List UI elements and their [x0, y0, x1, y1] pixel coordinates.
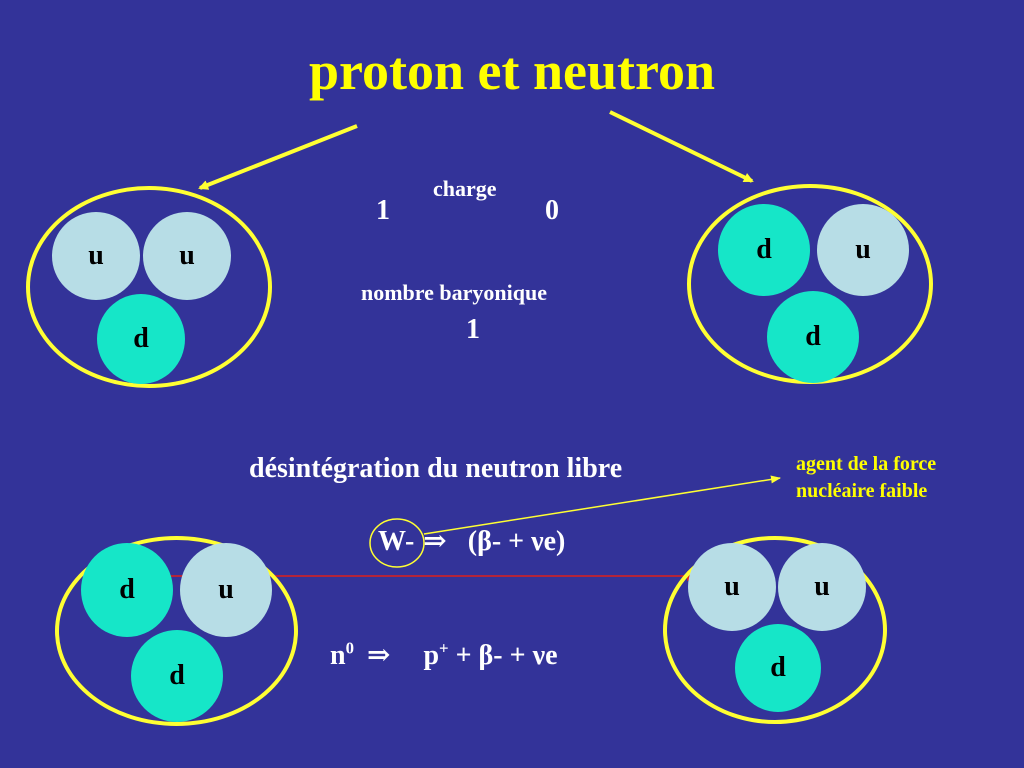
decay-reaction: n0 ⇒ p+ + β- + νe: [330, 638, 558, 672]
quark-d: d: [97, 294, 185, 384]
annotation-pointer-line: [423, 475, 781, 535]
quark-u: u: [52, 212, 140, 300]
quark-u: u: [143, 212, 231, 300]
reaction-products: + β- + νe: [448, 640, 558, 671]
boson-equation: W- ⇒ (β- + νe): [378, 524, 565, 558]
reaction-proton: p: [423, 640, 440, 671]
arrow-to-proton: [198, 124, 358, 190]
proton-ring-bottom: [663, 536, 887, 724]
quark-d: d: [81, 543, 173, 637]
quark-u: u: [180, 543, 272, 637]
proton-charge-value: 1: [376, 195, 390, 226]
proton-ring-top: [26, 186, 272, 388]
neutron-charge-value: 0: [545, 195, 559, 226]
annotation-text: agent de la force nucléaire faible: [796, 451, 936, 505]
boson-products: (β- + νe): [467, 526, 566, 557]
quark-d: d: [131, 630, 223, 722]
page-title: proton et neutron: [308, 41, 716, 101]
boson-highlight-circle: [369, 518, 425, 568]
arrow-to-neutron: [609, 110, 754, 183]
implies-arrow: ⇒: [423, 526, 447, 557]
neutron-ring-bottom: [55, 536, 298, 726]
charge-label: charge: [433, 176, 497, 201]
quark-u: u: [688, 543, 776, 631]
reaction-proton-charge: +: [439, 638, 449, 658]
annotation-line1: agent de la force: [796, 453, 937, 475]
quark-u: u: [817, 204, 909, 296]
quark-d: d: [718, 204, 810, 296]
baryon-value: 1: [466, 314, 480, 345]
decay-heading: désintégration du neutron libre: [249, 453, 623, 484]
quark-u: u: [778, 543, 866, 631]
annotation-line2: nucléaire faible: [796, 480, 928, 502]
reaction-arrow: ⇒: [366, 640, 391, 671]
boson-symbol: W-: [378, 526, 415, 557]
quark-d: d: [735, 624, 821, 712]
reaction-neutron: n: [330, 640, 346, 671]
baryon-label: nombre baryonique: [361, 280, 548, 305]
quark-d: d: [767, 291, 859, 383]
reaction-neutron-charge: 0: [345, 638, 354, 658]
